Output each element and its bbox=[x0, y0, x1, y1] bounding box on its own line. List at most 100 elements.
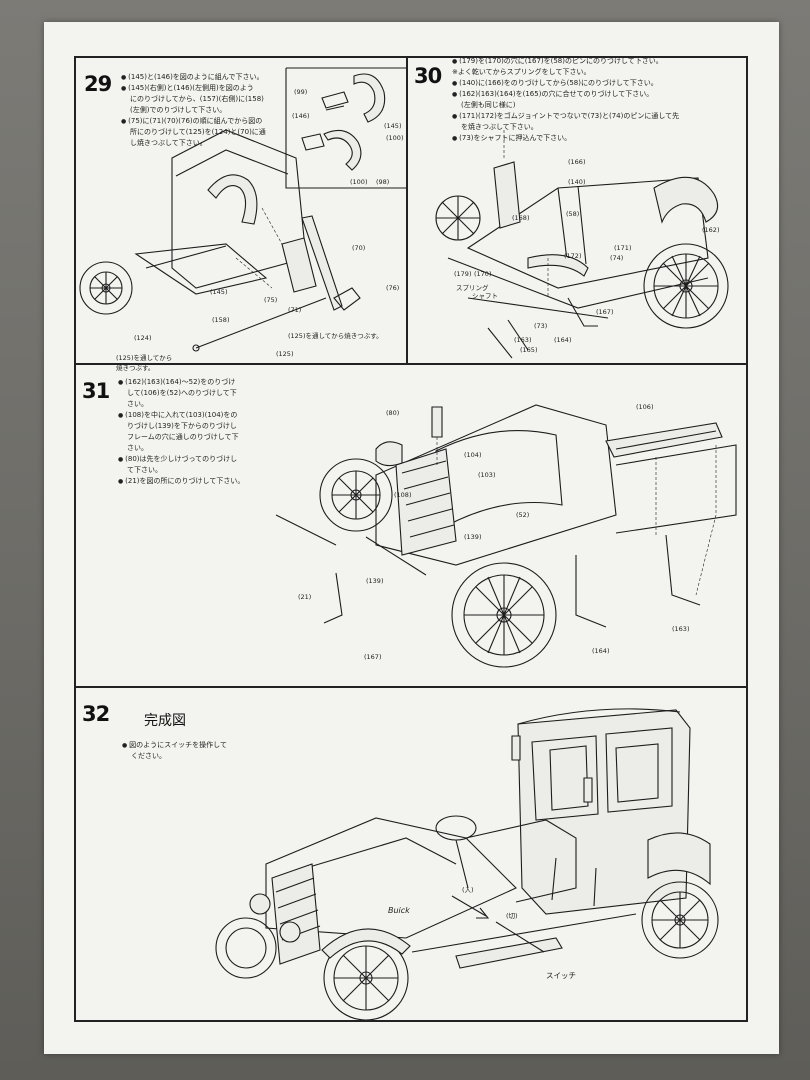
part-label: (139) bbox=[464, 533, 482, 541]
instruction-line: (162)(163)(164)〜52)をのりづけ bbox=[118, 377, 244, 388]
part-label: (108) bbox=[394, 491, 412, 499]
instruction-line: ください。 bbox=[131, 752, 166, 760]
instruction-line: して(106)を(52)へのりづけして下 bbox=[127, 389, 237, 397]
chassis-front bbox=[435, 128, 729, 359]
part-label: (165) bbox=[520, 346, 538, 354]
instruction-line: (左側も同じ様に) bbox=[461, 101, 516, 109]
instruction-line: (179)を(170)の穴に(167)を(58)のピンにのりづけして下さい。 bbox=[452, 56, 679, 67]
chassis-with-hood bbox=[275, 404, 737, 668]
instruction-line: (73)をシャフトに押込んで下さい。 bbox=[452, 133, 679, 144]
instruction-line: ※よく乾いてからスプリングをして下さい。 bbox=[452, 68, 591, 76]
part-label: (98) bbox=[376, 178, 390, 186]
part-label: (21) bbox=[298, 593, 312, 601]
instruction-line: し焼きつぶして下さい。 bbox=[130, 139, 207, 147]
instruction-line: (80)は先を少しけづってのりづけし bbox=[118, 454, 244, 465]
part-label: (70) bbox=[352, 244, 366, 252]
step-30-illustration bbox=[435, 128, 729, 359]
part-label: (171) bbox=[614, 244, 632, 252]
instruction-line: (75)に(71)(70)(76)の順に組んでから図の bbox=[121, 116, 266, 127]
part-label: (170) bbox=[474, 270, 492, 278]
step-31-instructions: (162)(163)(164)〜52)をのりづけ して(106)を(52)へのり… bbox=[118, 377, 244, 487]
switch-on-label: (入) bbox=[462, 886, 474, 894]
instruction-line: て下さい。 bbox=[127, 466, 162, 474]
instruction-line: (145)と(146)を図のように組んで下さい。 bbox=[121, 72, 266, 83]
part-label: (103) bbox=[478, 471, 496, 479]
part-label: (167) bbox=[596, 308, 614, 316]
part-label: (163) bbox=[514, 336, 532, 344]
instruction-line: (162)(163)(164)を(165)の穴に合せてのりづけして下さい。 bbox=[452, 89, 679, 100]
part-label: (139) bbox=[366, 577, 384, 585]
step-30-instructions: (179)を(170)の穴に(167)を(58)のピンにのりづけして下さい。 ※… bbox=[452, 56, 679, 144]
part-label: (75) bbox=[264, 296, 278, 304]
part-label: (76) bbox=[386, 284, 400, 292]
part-label: (104) bbox=[464, 451, 482, 459]
part-label: (74) bbox=[610, 254, 624, 262]
part-label: (71) bbox=[288, 306, 302, 314]
step-32-instructions: 図のようにスイッチを操作して ください。 bbox=[122, 740, 227, 762]
step-number: 31 bbox=[82, 379, 110, 403]
part-label: (166) bbox=[568, 158, 586, 166]
step-32-panel: 32 完成図 図のようにスイッチを操作して ください。 bbox=[76, 688, 746, 1020]
step-31-panel: 31 (162)(163)(164)〜52)をのりづけ して(106)を(52)… bbox=[76, 365, 746, 685]
instruction-line: を焼きつぶして下さい。 bbox=[461, 123, 538, 131]
part-label: (52) bbox=[516, 511, 530, 519]
finished-car-illustration bbox=[215, 708, 719, 1020]
part-label: スプリング bbox=[456, 284, 489, 292]
instruction-line: さい。 bbox=[127, 400, 148, 408]
instruction-line: (108)を中に入れて(103)(104)をの bbox=[118, 410, 244, 421]
step-32-title: 完成図 bbox=[144, 713, 186, 729]
part-label: (125) bbox=[276, 350, 294, 358]
part-label: (125)を通してから bbox=[116, 354, 173, 362]
instruction-line: 所にのりづけして(125)を(124)と(70)に通 bbox=[130, 128, 266, 136]
instruction-line: (145)(右側)と(146)(左側用)を図のよう bbox=[121, 83, 266, 94]
part-label: (168) bbox=[512, 214, 530, 222]
step-number: 32 bbox=[82, 702, 110, 726]
part-label: (164) bbox=[592, 647, 610, 655]
divider-29-30 bbox=[406, 56, 408, 364]
instruction-line: (左側)でのりづけして下さい。 bbox=[130, 106, 227, 114]
switch-off-label: (切) bbox=[506, 912, 518, 920]
car-body-rear bbox=[79, 129, 307, 315]
part-label: (145) bbox=[384, 122, 402, 130]
divider-row-2 bbox=[74, 686, 748, 688]
instruction-line: (21)を図の所にのりづけして下さい。 bbox=[118, 476, 244, 487]
step-31-illustration bbox=[275, 404, 737, 668]
switch-label: スイッチ bbox=[546, 971, 576, 980]
part-label: (125)を通してから焼きつぶす。 bbox=[288, 332, 383, 340]
step-29-instructions: (145)と(146)を図のように組んで下さい。 (145)(右側)と(146)… bbox=[121, 72, 266, 149]
instruction-line: (171)(172)をゴムジョイントでつないで(73)と(74)のピンに通して先 bbox=[452, 111, 679, 122]
part-label: (58) bbox=[566, 210, 580, 218]
part-label: (158) bbox=[212, 316, 230, 324]
step-number: 29 bbox=[84, 72, 112, 96]
part-label: (172) bbox=[564, 252, 582, 260]
part-label: (164) bbox=[554, 336, 572, 344]
part-label: (73) bbox=[534, 322, 548, 330]
part-label: (179) bbox=[454, 270, 472, 278]
step-29-panel: 29 (145)と(146)を図のように組んで下さい。 (145)(右側)と(1… bbox=[76, 58, 406, 372]
part-label: (80) bbox=[386, 409, 400, 417]
part-label: 焼きつぶす。 bbox=[116, 364, 155, 372]
part-label: (162) bbox=[702, 226, 720, 234]
part-label: (140) bbox=[568, 178, 586, 186]
finished-car bbox=[215, 708, 719, 1020]
instruction-line: にのりづけしてから、(157)(右側)に(158) bbox=[130, 95, 264, 103]
part-label: (99) bbox=[294, 88, 308, 96]
part-label: シャフト bbox=[472, 292, 498, 300]
part-label: (100) bbox=[350, 178, 368, 186]
part-label: (124) bbox=[134, 334, 152, 342]
instruction-frame bbox=[74, 56, 748, 1022]
part-label: (163) bbox=[672, 625, 690, 633]
part-label: (106) bbox=[636, 403, 654, 411]
part-label: (146) bbox=[292, 112, 310, 120]
instruction-line: りづけし(139)を下からのりづけし bbox=[127, 422, 237, 430]
instruction-line: (140)に(166)をのりづけしてから(58)にのりづけして下さい。 bbox=[452, 78, 679, 89]
part-label: (167) bbox=[364, 653, 382, 661]
part-label: (145) bbox=[210, 288, 228, 296]
fender-parts-inset bbox=[301, 73, 386, 171]
spring-struts bbox=[192, 207, 361, 352]
step-number: 30 bbox=[414, 64, 442, 88]
instruction-line: さい。 bbox=[127, 444, 148, 452]
part-label: (100) bbox=[386, 134, 404, 142]
emblem-text: Buick bbox=[388, 906, 410, 915]
step-29-illustration bbox=[79, 67, 406, 352]
